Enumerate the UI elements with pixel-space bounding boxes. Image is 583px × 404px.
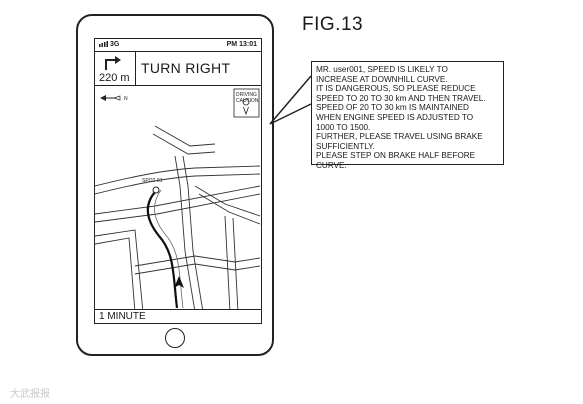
turn-distance: 220 m: [99, 72, 130, 84]
turn-indicator: 220 m: [95, 51, 136, 85]
status-bar: 3G PM 13:01: [95, 39, 261, 52]
message-line: CURVE.: [316, 160, 347, 170]
map-road: [232, 217, 239, 312]
spot-label: SPOT 01: [142, 178, 163, 184]
eta-label: 1 MINUTE: [99, 311, 146, 322]
map-road: [154, 125, 216, 147]
map-road: [152, 133, 216, 155]
compass-label: N: [124, 96, 128, 102]
message-line: IT IS DANGEROUS, SO PLEASE REDUCE: [316, 84, 476, 94]
map-road: [95, 229, 144, 312]
status-time: PM 13:01: [226, 41, 257, 48]
turn-instruction: TURN RIGHT: [141, 60, 231, 76]
driving-caution-badge: [233, 88, 260, 118]
message-line: FURTHER, PLEASE TRAVEL USING BRAKE: [316, 132, 483, 142]
message-line: MR. user001, SPEED IS LIKELY TO: [316, 65, 448, 74]
message-line: INCREASE AT DOWNHILL CURVE.: [316, 74, 448, 84]
signal-bars-icon: [99, 41, 108, 47]
message-line: WHEN ENGINE SPEED IS ADJUSTED TO: [316, 112, 474, 122]
map-road: [134, 263, 260, 275]
map-road: [174, 155, 196, 312]
compass-icon: [100, 95, 121, 101]
map-road: [95, 237, 136, 312]
phone-frame: [76, 14, 274, 356]
map-road: [95, 165, 260, 187]
map-road: [198, 193, 260, 225]
message-line: PLEASE STEP ON BRAKE HALF BEFORE: [316, 151, 476, 161]
signal-indicator: 3G: [99, 41, 119, 48]
caution-label-line2: CAUTION: [236, 98, 259, 104]
watermark: 大武报报: [10, 389, 50, 400]
caution-label-line1: DRIVING: [236, 92, 257, 98]
message-line: 1000 TO 1500.: [316, 122, 371, 132]
turn-right-arrow-icon: [105, 56, 121, 70]
map-road: [134, 255, 260, 267]
route-path: [146, 191, 179, 309]
route-map: SPOT 01 N DRIVING CAUTION: [95, 88, 260, 312]
message-line: SUFFICIENTLY.: [316, 141, 375, 151]
phone-screen: 3G PM 13:01 220 m TURN RIGHT: [94, 38, 262, 324]
message-line: SPEED OF 20 TO 30 km IS MAINTAINED: [316, 103, 469, 113]
current-position-icon: [174, 276, 184, 288]
map-road: [182, 155, 204, 312]
map-road: [224, 215, 231, 312]
eta-bar: 1 MINUTE: [95, 309, 261, 323]
caution-pin-icon: [242, 98, 250, 116]
navigation-header: 220 m TURN RIGHT: [95, 51, 261, 86]
network-type: 3G: [109, 41, 120, 48]
spot-marker-icon: [152, 186, 160, 194]
map-road: [194, 185, 260, 217]
home-button[interactable]: [165, 328, 185, 348]
map-road: [95, 173, 260, 195]
map-road: [95, 193, 260, 223]
message-line: SPEED TO 20 TO 30 km AND THEN TRAVEL.: [316, 93, 486, 103]
voice-message-box: MR. user001, SPEED IS LIKELY TO INCREASE…: [311, 61, 504, 170]
figure-title: FIG.13: [302, 14, 364, 35]
